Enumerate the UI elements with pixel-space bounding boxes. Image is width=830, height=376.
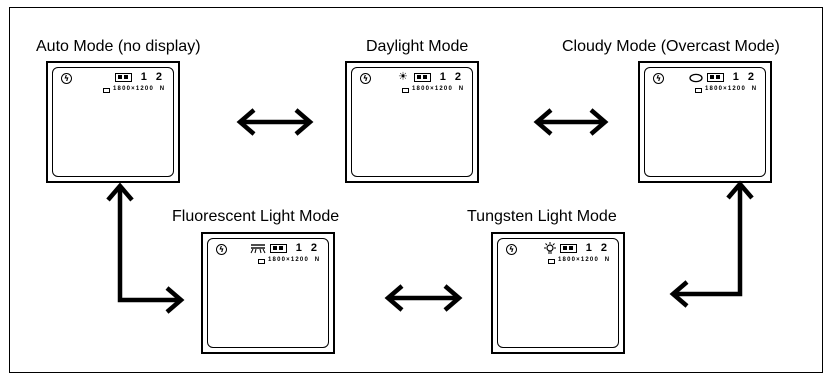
arrow-fluorescent-auto	[106, 182, 185, 314]
flash-off-icon: ϟ	[506, 244, 517, 255]
battery-icon	[414, 73, 431, 82]
image-size-icon	[103, 88, 110, 93]
resolution-readout: 1800×1200 N	[412, 86, 465, 92]
tungsten-bulb-icon	[544, 242, 556, 254]
lcd-daylight-mode: ϟ ☀ 1 2 1800×1200 N	[345, 61, 479, 183]
lcd-screen: ϟ 1 2 1800×1200 N	[644, 67, 766, 177]
image-size-icon	[695, 88, 702, 93]
lcd-fluorescent-mode: ϟ 1 2 1800×1200 N	[201, 232, 335, 354]
fluorescent-icon	[250, 244, 266, 254]
shot-count: 1 2	[585, 242, 610, 254]
arrow-auto-daylight	[236, 108, 314, 136]
label-tungsten-mode: Tungsten Light Mode	[467, 208, 617, 225]
arrow-daylight-cloudy	[533, 108, 609, 136]
arrow-fluorescent-tungsten	[384, 284, 463, 312]
flash-off-icon: ϟ	[216, 244, 227, 255]
battery-icon	[115, 73, 132, 82]
image-size-icon	[258, 259, 265, 264]
resolution-readout: 1800×1200 N	[705, 86, 758, 92]
shot-count: 1 2	[295, 242, 320, 254]
battery-icon	[560, 244, 577, 253]
flash-off-icon: ϟ	[61, 73, 72, 84]
flash-off-icon: ϟ	[653, 73, 664, 84]
battery-icon	[270, 244, 287, 253]
arrow-tungsten-cloudy	[669, 180, 754, 308]
cloud-icon	[689, 73, 703, 83]
lcd-screen: ϟ 1 2 1800×1200 N	[52, 67, 174, 177]
lcd-screen: ϟ 1 2 1800×1200 N	[497, 238, 619, 348]
label-auto-mode: Auto Mode (no display)	[36, 38, 201, 55]
battery-icon	[707, 73, 724, 82]
flash-off-icon: ϟ	[360, 73, 371, 84]
image-size-icon	[548, 259, 555, 264]
shot-count: 1 2	[140, 71, 165, 83]
resolution-readout: 1800×1200 N	[113, 86, 166, 92]
image-size-icon	[402, 88, 409, 93]
lcd-screen: ϟ 1 2 1800×1200 N	[207, 238, 329, 348]
lcd-cloudy-mode: ϟ 1 2 1800×1200 N	[638, 61, 772, 183]
lcd-screen: ϟ ☀ 1 2 1800×1200 N	[351, 67, 473, 177]
sun-icon: ☀	[398, 70, 408, 83]
resolution-readout: 1800×1200 N	[268, 257, 321, 263]
label-daylight-mode: Daylight Mode	[366, 38, 469, 55]
shot-count: 1 2	[439, 71, 464, 83]
resolution-readout: 1800×1200 N	[558, 257, 611, 263]
lcd-tungsten-mode: ϟ 1 2 1800×1200 N	[491, 232, 625, 354]
label-fluorescent-mode: Fluorescent Light Mode	[172, 208, 340, 225]
shot-count: 1 2	[732, 71, 757, 83]
label-cloudy-mode: Cloudy Mode (Overcast Mode)	[562, 38, 780, 55]
lcd-auto-mode: ϟ 1 2 1800×1200 N	[46, 61, 180, 183]
diagram-frame	[9, 7, 823, 373]
